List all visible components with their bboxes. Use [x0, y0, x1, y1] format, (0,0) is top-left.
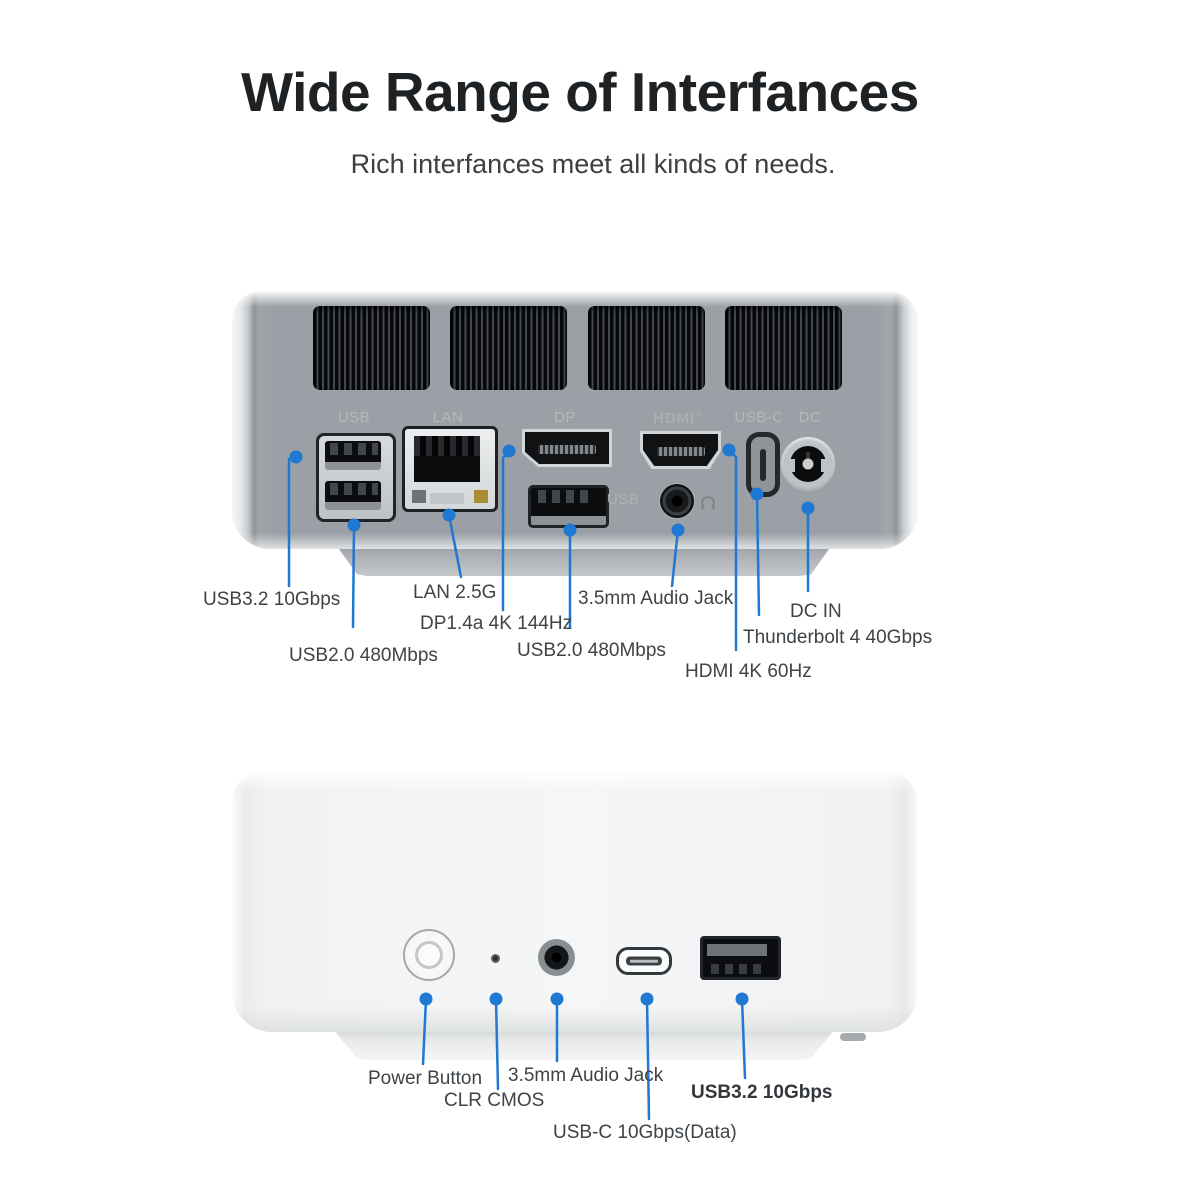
callout-audio-front: 3.5mm Audio Jack — [508, 1065, 664, 1086]
vent-grille — [313, 306, 430, 390]
callout-power-button: Power Button — [368, 1068, 483, 1089]
usb-a-dual-port — [316, 433, 396, 522]
usb-c-port — [616, 947, 672, 975]
callout-dc-in: DC IN — [790, 601, 842, 622]
displayport-port — [522, 429, 612, 467]
callout-audio-back: 3.5mm Audio Jack — [578, 588, 734, 609]
callout-clr-cmos: CLR CMOS — [444, 1090, 545, 1111]
vent-grille — [725, 306, 842, 390]
callout-usb32-front: USB3.2 10Gbps — [691, 1082, 833, 1103]
panel-label-hdmi: HDMI® — [653, 409, 703, 427]
ethernet-port — [402, 426, 498, 512]
registered-mark: ® — [695, 409, 703, 419]
panel-label-dp: DP — [554, 409, 576, 426]
usb-port-caption: USB — [607, 491, 640, 508]
callout-usb20-mid: USB2.0 480Mbps — [517, 640, 666, 661]
headphone-icon — [701, 496, 715, 509]
usb-a-port — [528, 485, 609, 528]
usb-a-port — [700, 936, 781, 980]
callout-usbc-front: USB-C 10Gbps(Data) — [553, 1122, 737, 1143]
front-device-body — [232, 770, 918, 1032]
hdmi-port — [640, 431, 721, 469]
panel-label-dc: DC — [798, 409, 822, 426]
callout-usb20-left: USB2.0 480Mbps — [289, 645, 438, 666]
vent-grille — [588, 306, 705, 390]
callout-lan: LAN 2.5G — [413, 582, 497, 603]
page-subtitle: Rich interfances meet all kinds of needs… — [350, 149, 836, 179]
panel-label-usb: USB — [337, 409, 371, 426]
usb-a-port — [325, 481, 381, 510]
audio-jack-port — [538, 939, 575, 976]
base-notch — [840, 1033, 866, 1041]
panel-label-lan: LAN — [432, 409, 464, 426]
callout-thunderbolt: Thunderbolt 4 40Gbps — [743, 627, 933, 648]
power-button — [403, 929, 455, 981]
usb-c-port — [746, 432, 780, 497]
usb-a-port — [325, 441, 381, 470]
callout-hdmi: HDMI 4K 60Hz — [685, 661, 812, 682]
clr-cmos-pinhole — [491, 954, 500, 963]
vent-grille — [450, 306, 567, 390]
panel-label-usbc: USB-C — [734, 409, 784, 426]
callout-dp: DP1.4a 4K 144Hz — [420, 613, 573, 634]
callout-usb32-back: USB3.2 10Gbps — [203, 589, 341, 610]
dc-power-jack — [781, 437, 835, 491]
page-title: Wide Range of Interfances — [241, 61, 919, 123]
audio-jack-port — [660, 484, 694, 518]
